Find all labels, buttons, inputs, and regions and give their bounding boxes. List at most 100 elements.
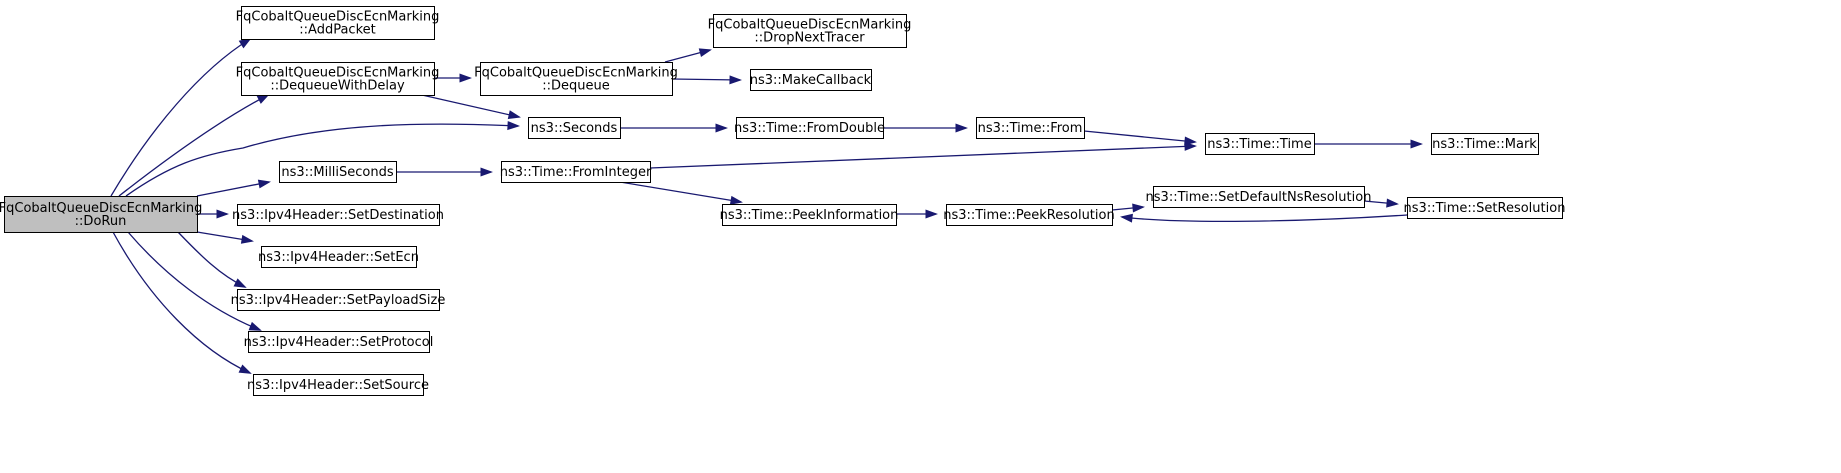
- edge-arrowhead: [698, 48, 712, 58]
- graph-node[interactable]: ns3::Ipv4Header::SetSource: [247, 374, 429, 396]
- edge-n4-n14: [396, 167, 493, 177]
- graph-node[interactable]: ns3::Time::PeekInformation: [720, 204, 899, 226]
- edge-n14-n17: [619, 181, 743, 205]
- edge-n0-n3: [125, 121, 520, 197]
- node-box: [1153, 186, 1365, 208]
- edge-line: [649, 145, 1196, 169]
- node-label: ns3::Ipv4Header::SetPayloadSize: [231, 293, 446, 308]
- graph-node[interactable]: ns3::Time::FromDouble: [734, 117, 885, 139]
- edge-arrowhead: [238, 364, 252, 374]
- graph-node[interactable]: FqCobaltQueueDiscEcnMarking::DequeueWith…: [236, 62, 440, 96]
- edge-arrowhead: [955, 123, 968, 133]
- node-label: FqCobaltQueueDiscEcnMarking: [236, 10, 440, 25]
- node-box: [4, 196, 198, 233]
- node-label: ns3::Time::Mark: [1432, 137, 1537, 152]
- graph-node[interactable]: ns3::Ipv4Header::SetDestination: [232, 204, 444, 226]
- node-box: [248, 331, 430, 353]
- graph-node[interactable]: ns3::Time::PeekResolution: [943, 204, 1115, 226]
- node-label: ns3::Ipv4Header::SetSource: [247, 378, 429, 393]
- edge-line: [671, 78, 741, 81]
- graph-node[interactable]: ns3::Ipv4Header::SetPayloadSize: [231, 289, 446, 311]
- edge-n0-n6: [196, 231, 254, 244]
- edge-n17-n19: [896, 209, 938, 219]
- graph-node[interactable]: ns3::Time::SetDefaultNsResolution: [1146, 186, 1372, 208]
- graph-node[interactable]: ns3::Time::From: [976, 117, 1085, 139]
- edge-arrowhead: [216, 209, 229, 219]
- node-box: [976, 117, 1085, 139]
- edge-arrowhead: [238, 37, 252, 49]
- edge-line: [110, 38, 251, 197]
- edge-line: [196, 181, 270, 197]
- edge-line: [118, 94, 269, 197]
- graph-node[interactable]: ns3::Seconds: [528, 117, 621, 139]
- node-label: ::DropNextTracer: [754, 31, 865, 46]
- graph-node[interactable]: ns3::MakeCallback: [750, 69, 872, 91]
- node-label: ns3::Seconds: [531, 121, 618, 136]
- node-label: ns3::MakeCallback: [750, 73, 872, 88]
- graph-node[interactable]: ns3::Time::Mark: [1431, 133, 1539, 155]
- edge-n2-n10: [434, 73, 472, 83]
- node-box: [528, 117, 621, 139]
- node-box: [946, 204, 1113, 226]
- graph-node[interactable]: FqCobaltQueueDiscEcnMarking::DropNextTra…: [708, 14, 912, 48]
- node-label: ns3::Ipv4Header::SetDestination: [232, 208, 444, 223]
- edge-arrowhead: [233, 278, 247, 288]
- node-label: ::DequeueWithDelay: [270, 79, 405, 94]
- edge-n15-n16: [1083, 130, 1197, 146]
- edge-arrowhead: [1386, 198, 1399, 208]
- node-box: [736, 117, 884, 139]
- graph-node[interactable]: ns3::Time::Time: [1205, 133, 1315, 155]
- graph-node[interactable]: ns3::Time::SetResolution: [1404, 197, 1566, 219]
- node-box: [501, 161, 651, 183]
- node-label: ns3::Time::Time: [1207, 137, 1311, 152]
- edge-n0-n8: [127, 231, 262, 331]
- edge-line: [1121, 214, 1408, 222]
- graph-node[interactable]: ns3::MilliSeconds: [279, 161, 397, 183]
- graph-node[interactable]: ns3::Time::FromInteger: [500, 161, 652, 183]
- edge-n10-n11: [664, 48, 712, 63]
- node-box: [261, 246, 417, 268]
- edge-n14-n16: [649, 141, 1197, 169]
- node-label: ns3::Ipv4Header::SetProtocol: [244, 335, 434, 350]
- edge-n20-n21: [1363, 198, 1399, 208]
- edges-layer: [110, 37, 1423, 374]
- edge-arrowhead: [1184, 141, 1197, 151]
- node-box: [1431, 133, 1539, 155]
- graph-node[interactable]: FqCobaltQueueDiscEcnMarking::AddPacket: [236, 6, 440, 40]
- edge-n0-n4: [196, 179, 271, 197]
- node-label: ns3::Time::PeekInformation: [720, 208, 899, 223]
- node-box: [713, 14, 907, 48]
- node-label: ns3::MilliSeconds: [281, 165, 394, 180]
- node-label: FqCobaltQueueDiscEcnMarking: [0, 201, 202, 216]
- edge-arrowhead: [507, 110, 521, 120]
- graph-node[interactable]: FqCobaltQueueDiscEcnMarking::Dequeue: [474, 62, 678, 96]
- node-box: [1407, 197, 1563, 219]
- edge-n0-n2: [118, 94, 270, 197]
- graph-node[interactable]: ns3::Ipv4Header::SetProtocol: [244, 331, 434, 353]
- node-label: FqCobaltQueueDiscEcnMarking: [474, 66, 678, 81]
- edge-line: [421, 94, 520, 118]
- edge-n19-n20: [1111, 203, 1145, 213]
- node-box: [253, 374, 424, 396]
- node-box: [237, 289, 440, 311]
- edge-arrowhead: [1120, 213, 1133, 223]
- node-label: ns3::Time::FromDouble: [734, 121, 885, 136]
- edge-arrowhead: [1132, 203, 1145, 213]
- edge-n10-n12: [671, 75, 742, 85]
- edge-arrowhead: [248, 321, 262, 331]
- edge-arrowhead: [480, 167, 493, 177]
- node-box: [722, 204, 897, 226]
- node-label: ::Dequeue: [542, 79, 610, 94]
- node-box: [750, 69, 872, 91]
- node-box: [237, 204, 440, 226]
- edge-n0-n7: [177, 231, 247, 288]
- edge-n3-n13: [620, 123, 728, 133]
- node-label: ::DoRun: [75, 214, 127, 229]
- edge-line: [619, 181, 742, 203]
- edge-arrowhead: [729, 195, 743, 205]
- node-label: ::AddPacket: [299, 23, 375, 38]
- graph-node[interactable]: ns3::Ipv4Header::SetEcn: [258, 246, 419, 268]
- edge-line: [112, 231, 251, 374]
- node-box: [480, 62, 673, 96]
